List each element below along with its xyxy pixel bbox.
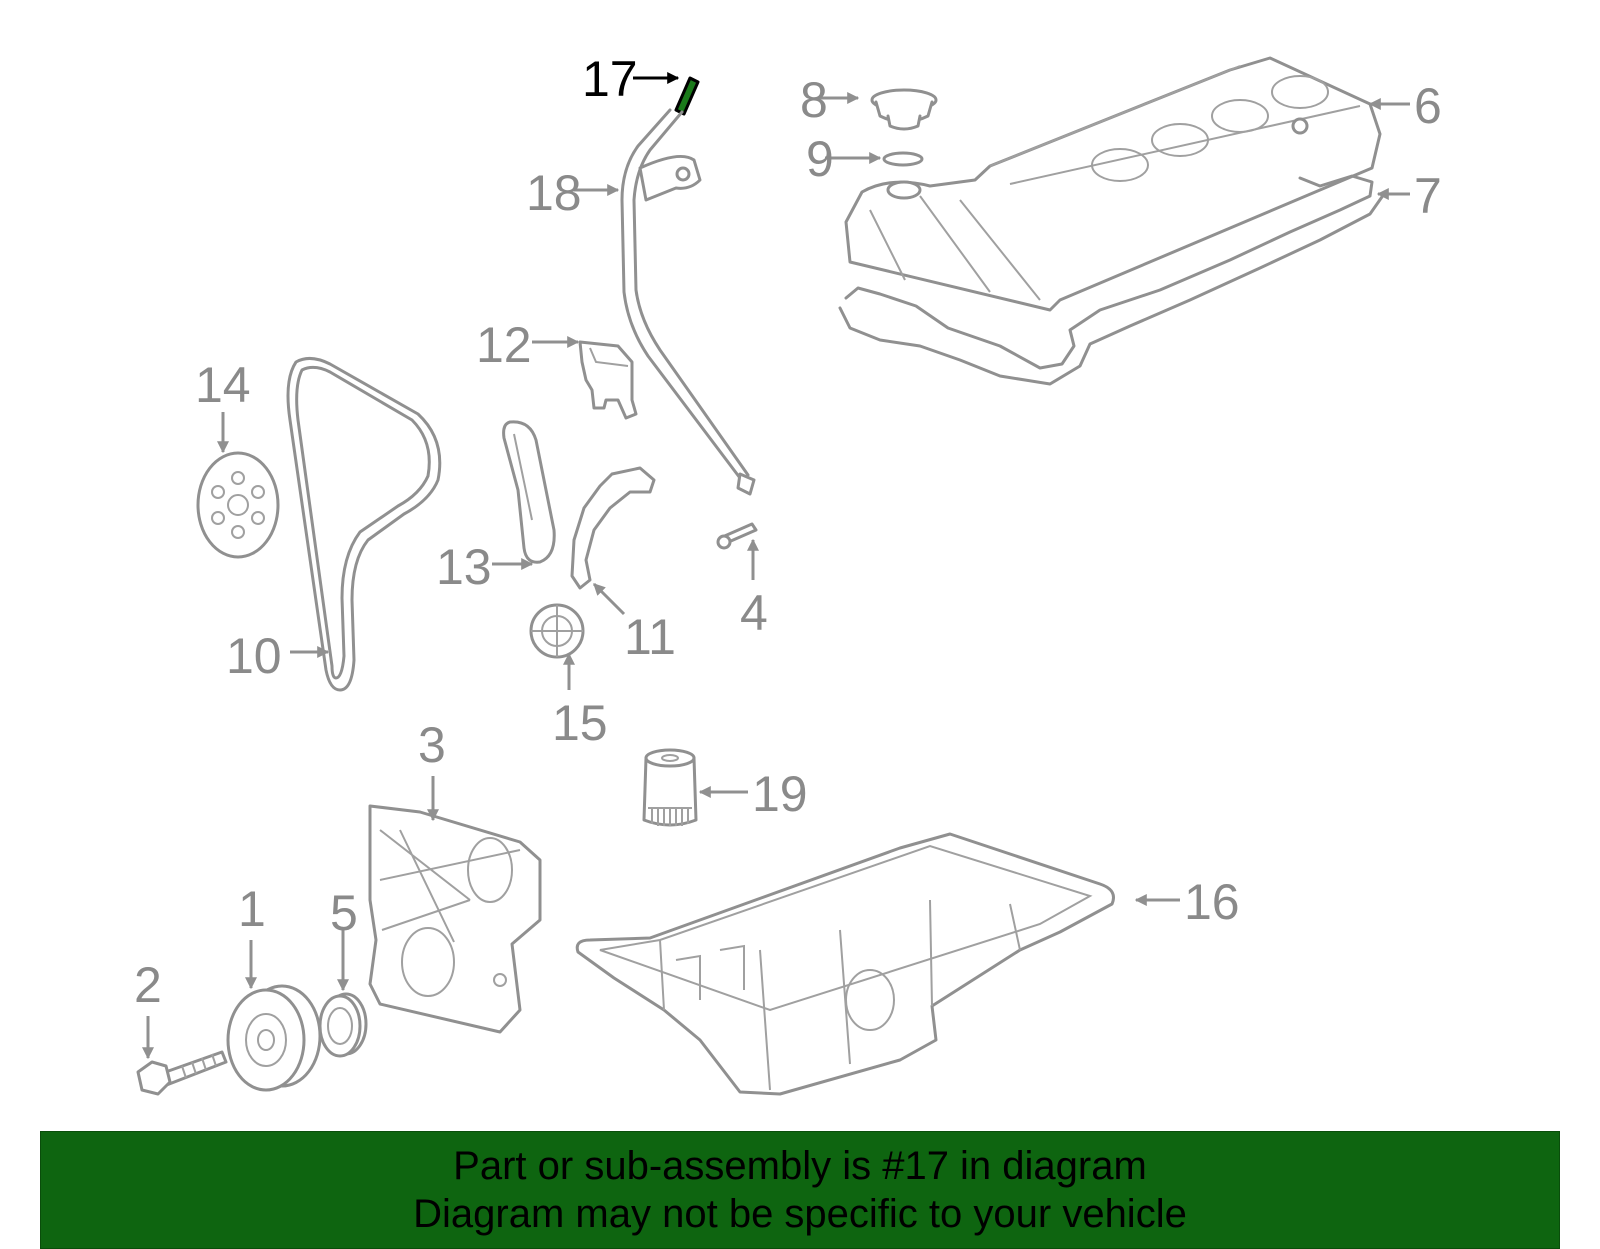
callout-14[interactable]: 14 xyxy=(195,357,251,413)
callout-10[interactable]: 10 xyxy=(226,628,282,684)
part-12-bracket[interactable] xyxy=(578,340,638,420)
callout-18[interactable]: 18 xyxy=(526,165,582,221)
callout-labels: 17 18 8 9 6 7 12 14 13 10 11 4 15 19 3 1… xyxy=(134,51,1442,1013)
callout-5[interactable]: 5 xyxy=(330,885,358,941)
part-11-tensioner-arm[interactable] xyxy=(570,466,656,590)
part-7-valve-cover-gasket[interactable] xyxy=(838,174,1386,386)
callout-arrows xyxy=(142,72,1410,1060)
callout-4[interactable]: 4 xyxy=(740,585,768,641)
callout-16[interactable]: 16 xyxy=(1184,874,1240,930)
part-13-chain-guide[interactable] xyxy=(502,420,556,564)
callout-19[interactable]: 19 xyxy=(752,766,808,822)
callout-15[interactable]: 15 xyxy=(552,695,608,751)
callout-6[interactable]: 6 xyxy=(1414,78,1442,134)
part-18-dipstick-tube[interactable] xyxy=(620,108,756,496)
part-17-dipstick-handle[interactable] xyxy=(674,76,700,116)
part-6-valve-cover[interactable] xyxy=(844,56,1382,312)
arrow-11 xyxy=(592,582,626,616)
part-4-bolt[interactable] xyxy=(716,522,758,550)
callout-1[interactable]: 1 xyxy=(238,881,266,937)
info-banner: Part or sub-assembly is #17 in diagram D… xyxy=(40,1131,1560,1249)
part-3-timing-cover[interactable] xyxy=(368,804,542,1034)
callout-3[interactable]: 3 xyxy=(418,717,446,773)
banner-line-disclaimer: Diagram may not be specific to your vehi… xyxy=(413,1192,1187,1236)
part-19-oil-filter[interactable] xyxy=(642,748,698,827)
part-9-o-ring[interactable] xyxy=(882,151,924,167)
callout-7[interactable]: 7 xyxy=(1414,168,1442,224)
callout-13[interactable]: 13 xyxy=(436,539,492,595)
part-5-seal[interactable] xyxy=(318,992,368,1058)
part-16-oil-pan[interactable] xyxy=(575,832,1115,1096)
callout-12[interactable]: 12 xyxy=(476,317,532,373)
part-10-timing-chain[interactable] xyxy=(286,357,442,692)
part-2-bolt[interactable] xyxy=(136,1050,228,1096)
callout-9[interactable]: 9 xyxy=(806,131,834,187)
part-8-oil-filler-cap[interactable] xyxy=(870,88,938,131)
banner-line-part-info: Part or sub-assembly is #17 in diagram xyxy=(453,1144,1147,1188)
part-1-harmonic-balancer[interactable] xyxy=(226,984,322,1092)
part-14-crankshaft-sprocket[interactable] xyxy=(196,451,280,559)
callout-8[interactable]: 8 xyxy=(800,72,828,128)
part-15-sprocket[interactable] xyxy=(529,603,585,659)
callout-11[interactable]: 11 xyxy=(624,609,676,665)
callout-17[interactable]: 17 xyxy=(582,51,638,107)
callout-2[interactable]: 2 xyxy=(134,957,162,1013)
